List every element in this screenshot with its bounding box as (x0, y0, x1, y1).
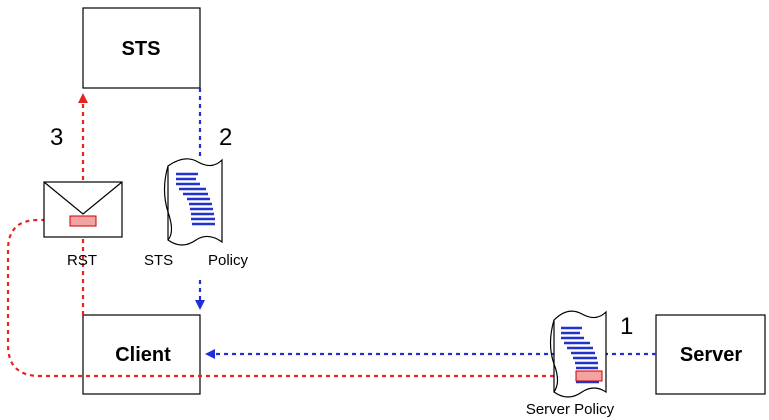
client-box: Client (82, 314, 201, 395)
step-2-label: 2 (219, 124, 232, 151)
client-label: Client (115, 344, 171, 366)
sts-label: STS (122, 38, 161, 60)
server-policy-label: Server Policy (526, 401, 615, 418)
step-3-label: 3 (50, 124, 63, 151)
sts-policy-label-a: STS (144, 252, 173, 269)
policy-scroll-icon (163, 158, 223, 246)
envelope-icon (43, 181, 123, 238)
server-box: Server (655, 314, 766, 395)
policy-scroll-icon (549, 310, 607, 398)
sts-box: STS (82, 7, 201, 89)
step-1-label: 1 (620, 313, 633, 340)
token-loop-arrow (6, 215, 578, 378)
server-label: Server (680, 344, 742, 366)
rst-label: RST (67, 252, 97, 269)
sts-policy-label-b: Policy (208, 252, 249, 269)
